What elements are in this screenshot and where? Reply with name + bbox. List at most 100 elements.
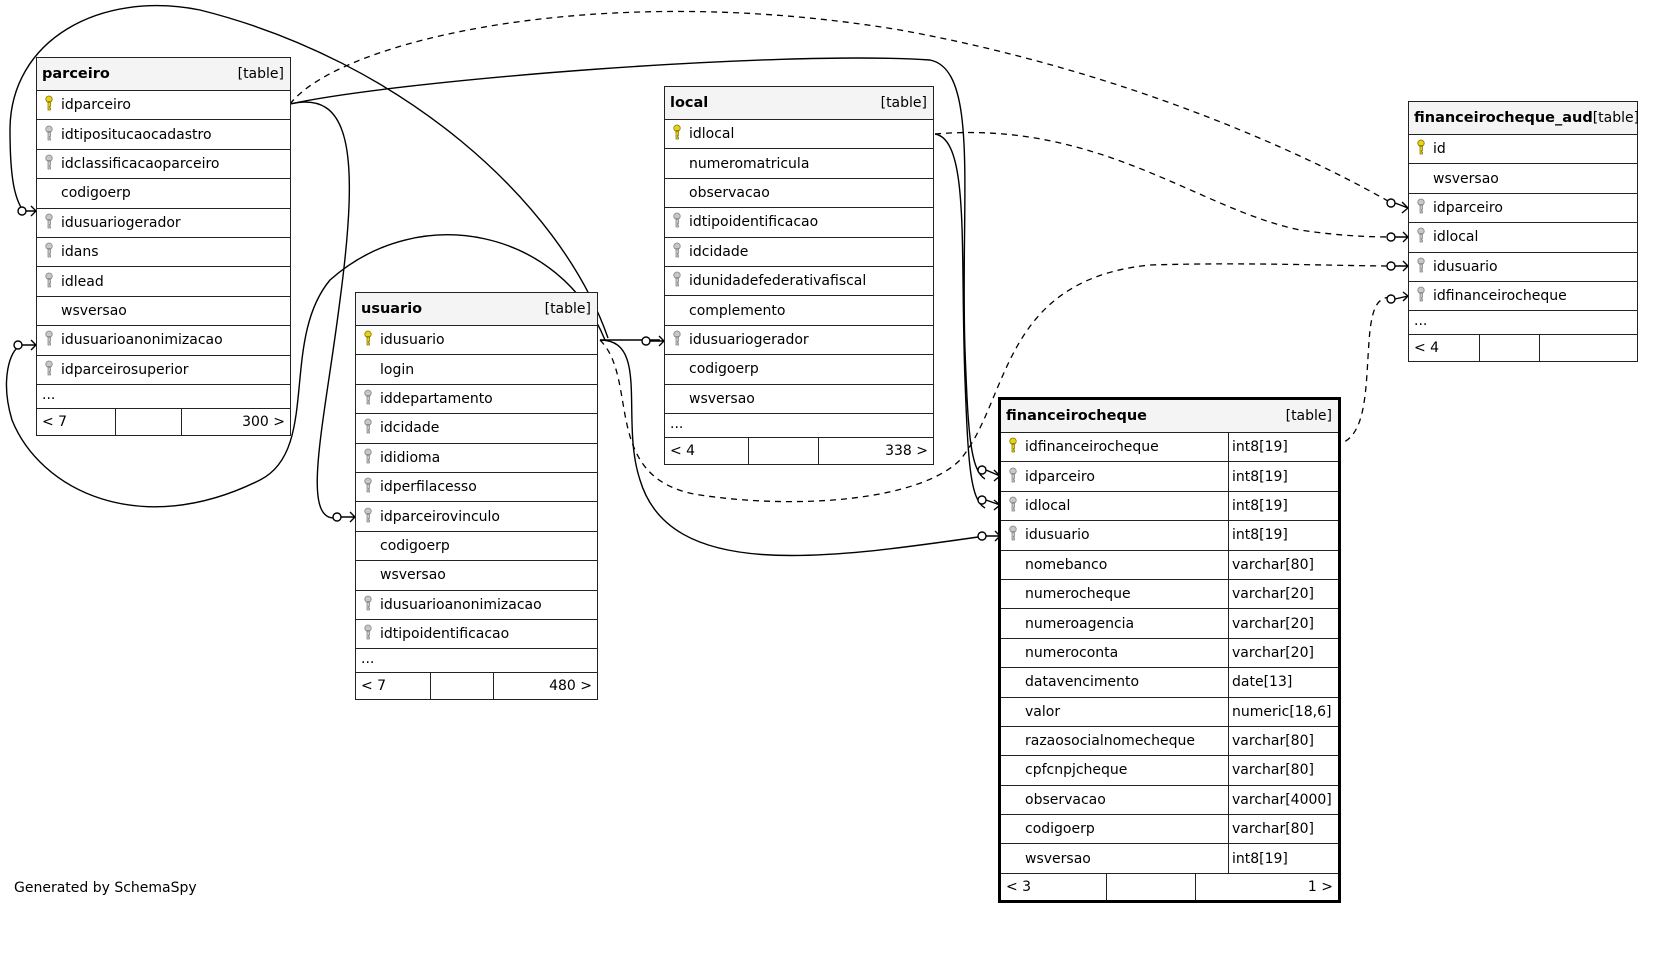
column-row[interactable]: idans	[37, 238, 290, 268]
column-row[interactable]: wsversao	[1409, 164, 1637, 194]
column-row[interactable]: login	[356, 355, 597, 385]
column-row[interactable]: idparceirovinculo	[356, 502, 597, 532]
table-kind-label: [table]	[544, 301, 591, 317]
column-type: varchar[80]	[1228, 550, 1338, 579]
column-row[interactable]: idtipositucaocadastro	[37, 120, 290, 150]
foreign-key-icon	[44, 154, 54, 174]
column-row[interactable]: idusuario	[356, 326, 597, 356]
column-row[interactable]: wsversao	[356, 561, 597, 591]
children-count[interactable]: 300 >	[242, 413, 285, 430]
column-row[interactable]: idparceirosuperior	[37, 356, 290, 385]
column-name: valor	[1025, 703, 1061, 720]
column-row[interactable]: id	[1409, 135, 1637, 165]
column-row[interactable]: observacao	[665, 179, 933, 209]
edge-aud-idparceiro	[289, 10, 1396, 206]
column-row[interactable]: idtipoidentificacao	[356, 620, 597, 650]
column-row[interactable]: idusuarioanonimizacao	[356, 591, 597, 620]
column-row[interactable]: idusuariogerador	[665, 326, 933, 356]
column-row[interactable]: idunidadefederativafiscal	[665, 267, 933, 297]
key-cell	[1409, 286, 1433, 306]
column-row[interactable]: idclassificacaoparceiro	[37, 150, 290, 180]
key-cell	[1409, 227, 1433, 247]
column-name: numeroconta	[1025, 644, 1119, 661]
table-financeirocheque[interactable]: financeirocheque[table]idfinanceirochequ…	[998, 397, 1341, 903]
column-name: idlead	[61, 273, 104, 290]
children-count[interactable]	[1540, 335, 1637, 361]
table-name: financeirocheque_aud	[1414, 110, 1593, 126]
column-name: iddepartamento	[380, 390, 493, 407]
column-row[interactable]: ididioma	[356, 444, 597, 473]
column-name: idcidade	[380, 420, 440, 437]
more-columns-ellipsis[interactable]: ...	[356, 649, 597, 674]
column-row[interactable]: codigoerp	[37, 179, 290, 209]
children-count[interactable]: 1 >	[1307, 878, 1333, 895]
children-count[interactable]: 338 >	[885, 442, 928, 459]
column-row[interactable]: idlocal	[1409, 223, 1637, 253]
column-row[interactable]: idcidade	[665, 238, 933, 267]
more-columns-ellipsis[interactable]: ...	[1409, 311, 1637, 336]
key-cell	[356, 448, 380, 468]
column-name: idans	[61, 244, 99, 261]
column-name: idtipositucaocadastro	[61, 126, 212, 143]
column-type: int8[19]	[1228, 462, 1338, 491]
column-name: idusuario	[380, 332, 445, 349]
parents-count[interactable]: < 3	[1001, 873, 1107, 900]
column-row[interactable]: iddepartamento	[356, 385, 597, 415]
column-row[interactable]: idparceiro	[37, 91, 290, 121]
more-columns-ellipsis[interactable]: ...	[665, 414, 933, 438]
foreign-key-icon	[1416, 257, 1426, 277]
column-row[interactable]: idfinanceirocheque	[1409, 282, 1637, 312]
column-row[interactable]: numeromatricula	[665, 149, 933, 179]
key-cell	[37, 125, 61, 145]
parents-count[interactable]: < 7	[37, 408, 116, 435]
column-row[interactable]: wsversao	[37, 297, 290, 327]
column-row[interactable]: idlead	[37, 267, 290, 297]
column-type: int8[19]	[1228, 521, 1338, 550]
column-row[interactable]: idlocal	[665, 120, 933, 150]
column-row[interactable]: idperfilacesso	[356, 473, 597, 503]
column-row[interactable]: idparceiro	[1409, 194, 1637, 224]
children-count[interactable]: 480 >	[549, 678, 592, 695]
column-row[interactable]: idtipoidentificacao	[665, 208, 933, 238]
parents-count[interactable]: < 4	[1409, 335, 1480, 362]
edge-financeirocheque-idparceiro	[289, 57, 986, 480]
column-name: idusuariogerador	[689, 331, 809, 348]
column-row[interactable]: idcidade	[356, 414, 597, 444]
column-type: varchar[20]	[1228, 579, 1338, 609]
foreign-key-icon	[44, 242, 54, 262]
key-cell	[356, 418, 380, 438]
column-row[interactable]: codigoerp	[665, 355, 933, 385]
parents-count[interactable]: < 4	[665, 437, 749, 464]
key-cell	[1409, 257, 1433, 277]
column-row[interactable]: idusuarioanonimizacao	[37, 326, 290, 356]
column-row[interactable]: wsversao	[665, 385, 933, 414]
column-row[interactable]: idusuariogerador	[37, 209, 290, 238]
column-name: codigoerp	[61, 185, 131, 202]
column-row[interactable]: codigoerp	[356, 532, 597, 562]
foreign-key-icon	[44, 213, 54, 233]
more-columns-ellipsis[interactable]: ...	[37, 385, 290, 409]
column-row[interactable]: idusuario	[1409, 253, 1637, 282]
column-row[interactable]: complemento	[665, 296, 933, 326]
column-name: idusuarioanonimizacao	[380, 596, 542, 613]
parents-count[interactable]: < 7	[356, 673, 431, 700]
